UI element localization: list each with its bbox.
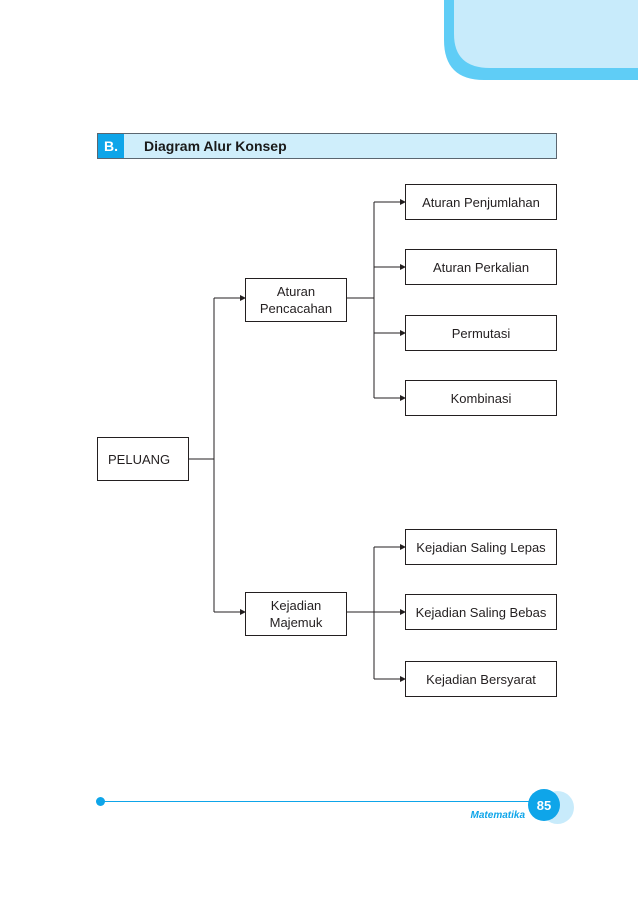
node-aturan-pencacahan: Aturan Pencacahan <box>245 278 347 322</box>
page-corner-tab <box>444 0 638 80</box>
node-kejadian-saling-bebas-label: Kejadian Saling Bebas <box>415 604 547 620</box>
node-permutasi-label: Permutasi <box>451 325 511 341</box>
section-header: B. Diagram Alur Konsep <box>97 133 557 159</box>
footer-subject: Matematika <box>470 810 525 821</box>
node-aturan-penjumlahan: Aturan Penjumlahan <box>405 184 557 220</box>
node-peluang-label: PELUANG <box>108 451 171 467</box>
footer-rule <box>100 801 536 802</box>
node-aturan-perkalian: Aturan Perkalian <box>405 249 557 285</box>
node-kejadian-majemuk-label-line2: Majemuk <box>269 615 323 630</box>
section-letter: B. <box>98 134 124 158</box>
node-kombinasi-label: Kombinasi <box>450 390 512 406</box>
node-permutasi: Permutasi <box>405 315 557 351</box>
node-kejadian-saling-bebas: Kejadian Saling Bebas <box>405 594 557 630</box>
footer-dot <box>96 797 105 806</box>
node-kejadian-majemuk-label-line1: Kejadian <box>270 598 322 613</box>
node-peluang: PELUANG <box>97 437 189 481</box>
node-kombinasi: Kombinasi <box>405 380 557 416</box>
node-aturan-penjumlahan-label: Aturan Penjumlahan <box>422 194 540 210</box>
node-kejadian-bersyarat: Kejadian Bersyarat <box>405 661 557 697</box>
page-number: 85 <box>528 789 560 821</box>
node-aturan-pencacahan-label-line1: Aturan <box>276 284 316 299</box>
node-kejadian-saling-lepas: Kejadian Saling Lepas <box>405 529 557 565</box>
node-kejadian-majemuk: Kejadian Majemuk <box>245 592 347 636</box>
section-title: Diagram Alur Konsep <box>144 138 287 154</box>
node-kejadian-bersyarat-label: Kejadian Bersyarat <box>426 671 536 687</box>
node-aturan-pencacahan-label-line2: Pencacahan <box>259 301 333 316</box>
node-kejadian-saling-lepas-label: Kejadian Saling Lepas <box>416 539 546 555</box>
node-aturan-perkalian-label: Aturan Perkalian <box>432 259 530 275</box>
